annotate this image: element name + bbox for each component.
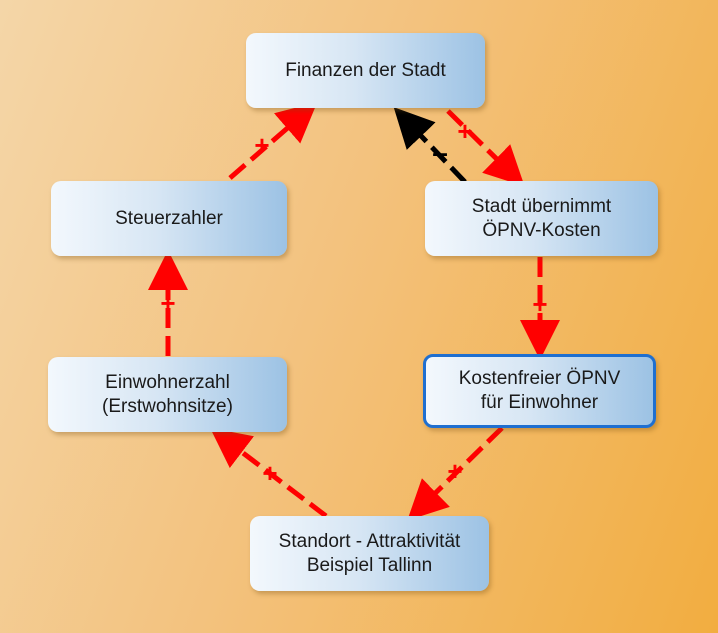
sign-einwohner-steuer: + xyxy=(160,288,175,318)
sign-oepnv-finanz: – xyxy=(432,137,448,168)
sign-steuer-finanz: + xyxy=(254,130,269,160)
node-kostenfreier-oepnv: Kostenfreier ÖPNV für Einwohner xyxy=(423,354,656,428)
node-einwohnerzahl: Einwohnerzahl (Erstwohnsitze) xyxy=(48,357,287,432)
sign-standort-einwohner: + xyxy=(262,458,277,488)
sign-finanz-oepnv: + xyxy=(457,116,472,146)
arrow-standort-einwohner xyxy=(210,427,328,518)
sign-kostenfrei-standort: + xyxy=(447,456,462,486)
node-stadt-uebernimmt-oepnv-kosten: Stadt übernimmt ÖPNV-Kosten xyxy=(425,181,658,256)
node-steuerzahler: Steuerzahler xyxy=(51,181,287,256)
arrow-kostenfrei-standort xyxy=(407,426,504,521)
arrow-finanzen-oepnv xyxy=(446,109,525,187)
arrow-oepnv-finanzen xyxy=(393,107,467,184)
arrow-steuerzahler-finanzen xyxy=(228,102,318,180)
node-standort-attraktivitaet: Standort - Attraktivität Beispiel Tallin… xyxy=(250,516,489,591)
sign-oepnv-kostenfrei: + xyxy=(532,289,547,319)
node-finanzen-der-stadt: Finanzen der Stadt xyxy=(246,33,485,108)
